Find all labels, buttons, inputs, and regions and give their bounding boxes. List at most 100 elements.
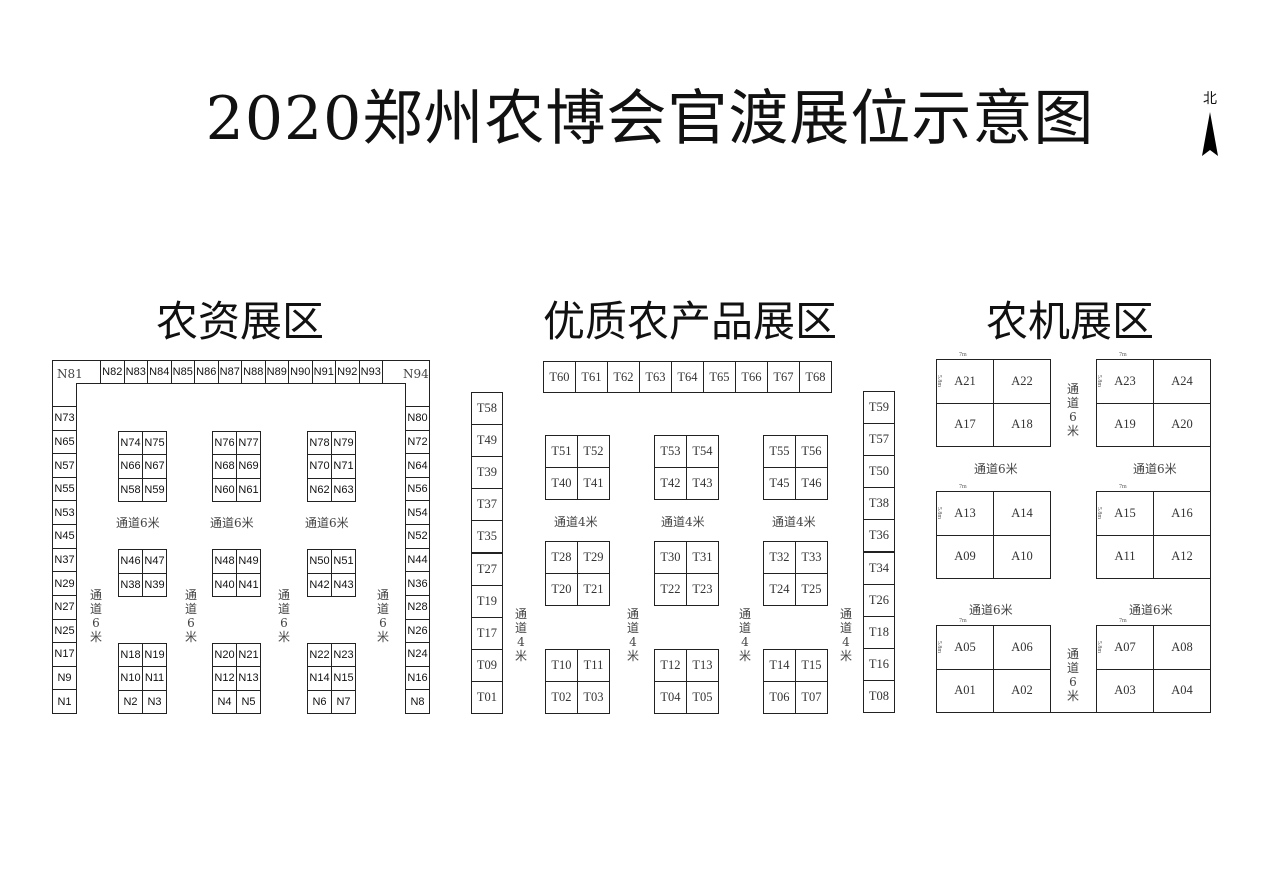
booth-t03[interactable]: T03 — [577, 681, 610, 714]
booth-n68[interactable]: N68 — [212, 454, 237, 479]
booth-n79[interactable]: N79 — [331, 431, 356, 456]
booth-n5[interactable]: N5 — [236, 689, 261, 714]
booth-a19[interactable]: A19 — [1096, 402, 1154, 447]
booth-a14[interactable]: A14 — [993, 491, 1051, 536]
booth-t31[interactable]: T31 — [686, 541, 719, 574]
booth-t21[interactable]: T21 — [577, 573, 610, 606]
booth-t02[interactable]: T02 — [545, 681, 578, 714]
booth-n72[interactable]: N72 — [405, 429, 430, 455]
booth-t08[interactable]: T08 — [863, 679, 895, 713]
booth-t37[interactable]: T37 — [471, 488, 503, 522]
booth-n58[interactable]: N58 — [118, 477, 143, 502]
booth-t56[interactable]: T56 — [795, 435, 828, 468]
booth-n73[interactable]: N73 — [52, 406, 77, 431]
booth-t04[interactable]: T04 — [654, 681, 687, 714]
booth-t63[interactable]: T63 — [639, 361, 672, 393]
booth-a04[interactable]: A04 — [1153, 668, 1211, 713]
booth-t66[interactable]: T66 — [735, 361, 768, 393]
booth-t45[interactable]: T45 — [763, 467, 796, 500]
booth-n43[interactable]: N43 — [331, 572, 356, 597]
booth-a03[interactable]: A03 — [1096, 668, 1154, 713]
booth-a10[interactable]: A10 — [993, 534, 1051, 579]
booth-n75[interactable]: N75 — [142, 431, 167, 456]
booth-t35[interactable]: T35 — [471, 520, 503, 554]
booth-a06[interactable]: A06 — [993, 625, 1051, 670]
booth-n64[interactable]: N64 — [405, 453, 430, 478]
booth-t43[interactable]: T43 — [686, 467, 719, 500]
booth-t22[interactable]: T22 — [654, 573, 687, 606]
booth-n92[interactable]: N92 — [335, 360, 360, 384]
booth-n7[interactable]: N7 — [331, 689, 356, 714]
booth-n82[interactable]: N82 — [100, 360, 125, 384]
booth-n16[interactable]: N16 — [405, 665, 430, 691]
booth-t27[interactable]: T27 — [471, 552, 503, 586]
booth-t60[interactable]: T60 — [543, 361, 576, 393]
booth-t32[interactable]: T32 — [763, 541, 796, 574]
booth-a21[interactable]: A21 — [936, 359, 994, 404]
booth-a15[interactable]: A15 — [1096, 491, 1154, 536]
booth-a23[interactable]: A23 — [1096, 359, 1154, 404]
booth-t42[interactable]: T42 — [654, 467, 687, 500]
booth-t17[interactable]: T17 — [471, 616, 503, 650]
booth-t34[interactable]: T34 — [863, 551, 895, 585]
booth-n36[interactable]: N36 — [405, 571, 430, 596]
booth-t28[interactable]: T28 — [545, 541, 578, 574]
booth-n83[interactable]: N83 — [123, 360, 148, 384]
booth-t01[interactable]: T01 — [471, 680, 503, 714]
booth-n28[interactable]: N28 — [405, 594, 430, 620]
booth-t07[interactable]: T07 — [795, 681, 828, 714]
booth-n20[interactable]: N20 — [212, 643, 237, 668]
booth-n62[interactable]: N62 — [307, 477, 332, 502]
booth-n60[interactable]: N60 — [212, 477, 237, 502]
booth-a18[interactable]: A18 — [993, 402, 1051, 447]
booth-t51[interactable]: T51 — [545, 435, 578, 468]
booth-n41[interactable]: N41 — [236, 572, 261, 597]
booth-t18[interactable]: T18 — [863, 615, 895, 649]
booth-t40[interactable]: T40 — [545, 467, 578, 500]
booth-t05[interactable]: T05 — [686, 681, 719, 714]
booth-t19[interactable]: T19 — [471, 584, 503, 618]
booth-t38[interactable]: T38 — [863, 487, 895, 521]
booth-n29[interactable]: N29 — [52, 571, 77, 596]
booth-t25[interactable]: T25 — [795, 573, 828, 606]
booth-n22[interactable]: N22 — [307, 643, 332, 668]
booth-t49[interactable]: T49 — [471, 424, 503, 458]
booth-n54[interactable]: N54 — [405, 500, 430, 526]
booth-t62[interactable]: T62 — [607, 361, 640, 393]
booth-n9[interactable]: N9 — [52, 665, 77, 691]
booth-n80[interactable]: N80 — [405, 406, 430, 431]
booth-n26[interactable]: N26 — [405, 618, 430, 644]
booth-t54[interactable]: T54 — [686, 435, 719, 468]
booth-n8[interactable]: N8 — [405, 689, 430, 714]
booth-t39[interactable]: T39 — [471, 456, 503, 490]
booth-n40[interactable]: N40 — [212, 572, 237, 597]
booth-n70[interactable]: N70 — [307, 454, 332, 479]
booth-t41[interactable]: T41 — [577, 467, 610, 500]
booth-n61[interactable]: N61 — [236, 477, 261, 502]
booth-t23[interactable]: T23 — [686, 573, 719, 606]
booth-t57[interactable]: T57 — [863, 423, 895, 457]
booth-t14[interactable]: T14 — [763, 649, 796, 682]
booth-n50[interactable]: N50 — [307, 549, 332, 574]
booth-n84[interactable]: N84 — [147, 360, 172, 384]
booth-a24[interactable]: A24 — [1153, 359, 1211, 404]
booth-n89[interactable]: N89 — [264, 360, 289, 384]
booth-n46[interactable]: N46 — [118, 549, 143, 574]
booth-n15[interactable]: N15 — [331, 666, 356, 691]
booth-n44[interactable]: N44 — [405, 547, 430, 573]
booth-n39[interactable]: N39 — [142, 572, 167, 597]
booth-a22[interactable]: A22 — [993, 359, 1051, 404]
booth-n90[interactable]: N90 — [288, 360, 313, 384]
booth-t59[interactable]: T59 — [863, 391, 895, 425]
booth-n24[interactable]: N24 — [405, 642, 430, 667]
booth-t12[interactable]: T12 — [654, 649, 687, 682]
booth-n66[interactable]: N66 — [118, 454, 143, 479]
booth-n11[interactable]: N11 — [142, 666, 167, 691]
booth-t36[interactable]: T36 — [863, 519, 895, 553]
booth-n71[interactable]: N71 — [331, 454, 356, 479]
booth-n27[interactable]: N27 — [52, 594, 77, 620]
booth-n93[interactable]: N93 — [358, 360, 383, 384]
booth-t68[interactable]: T68 — [799, 361, 832, 393]
booth-n65[interactable]: N65 — [52, 429, 77, 455]
booth-t16[interactable]: T16 — [863, 647, 895, 681]
